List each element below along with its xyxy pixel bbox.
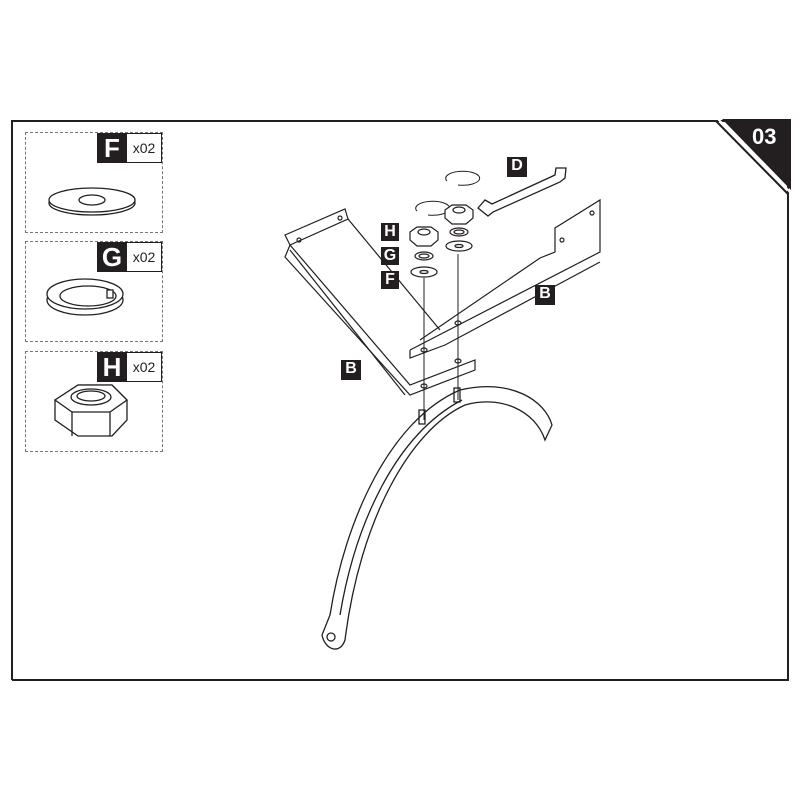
flat-washer-left-icon [410, 266, 438, 278]
flat-washer-icon [48, 187, 136, 216]
part-letter: F [97, 133, 127, 163]
hex-nut-icon [53, 384, 129, 437]
fender-drawing [321, 385, 553, 650]
nut-left-icon [409, 226, 439, 247]
label-nut-h: H [381, 223, 399, 241]
lock-washer-right-icon [449, 227, 469, 237]
rotate-arrow-icon [415, 170, 481, 216]
label-bracket-b-left: B [341, 360, 361, 380]
step-number: 03 [752, 124, 777, 149]
nut-right-icon [444, 204, 474, 225]
part-quantity: x02 [127, 133, 162, 163]
part-quantity: x02 [127, 242, 162, 272]
part-letter: G [97, 242, 127, 272]
part-letter: H [97, 352, 127, 382]
lock-washer-left-icon [414, 251, 434, 261]
label-flat-washer-f: F [381, 271, 399, 289]
step-corner-badge [722, 119, 791, 190]
flat-washer-right-icon [445, 240, 473, 252]
label-wrench-d: D [507, 157, 527, 177]
wrench-icon [477, 167, 567, 217]
label-bracket-b-right: B [535, 285, 555, 305]
spring-washer-icon [46, 278, 124, 316]
label-lock-washer-g: G [381, 247, 399, 265]
part-quantity: x02 [127, 352, 162, 382]
